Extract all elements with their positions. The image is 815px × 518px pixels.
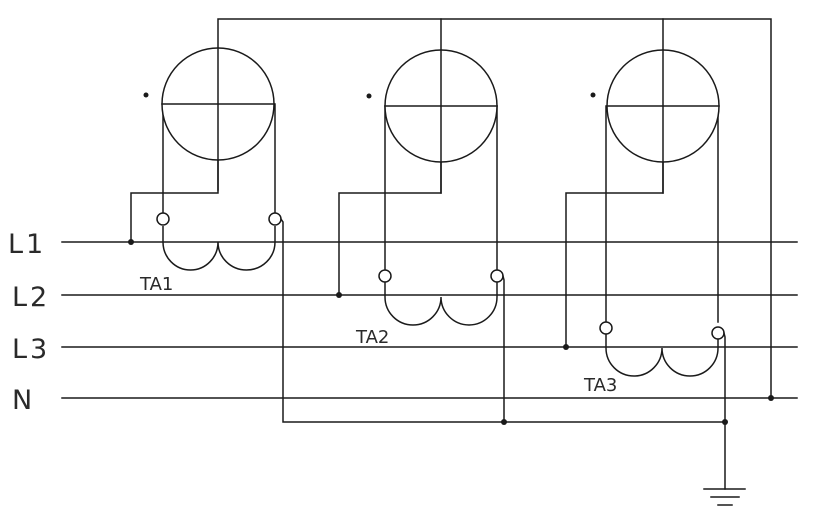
- bus-lines: [61, 241, 798, 399]
- ta1-terminal-s1: [156, 212, 170, 226]
- neutral-junction-dot: [768, 395, 774, 401]
- ta3-return-junction-dot: [722, 419, 728, 425]
- meter2-l2-junction-dot: [336, 292, 342, 298]
- l1-label: L1: [8, 229, 46, 260]
- ta2-coil: [384, 282, 498, 326]
- ta3-terminal-s1: [599, 321, 613, 335]
- meter3-polarity-dot: [590, 92, 596, 98]
- ct-ta2: TA2: [355, 269, 507, 425]
- bus-labels: L1 L2 L3 N: [8, 229, 50, 416]
- ground-icon: [703, 488, 746, 506]
- ta3-label: TA3: [583, 375, 617, 396]
- ta2-label: TA2: [355, 327, 389, 348]
- n-label: N: [12, 385, 35, 416]
- ta2-secondary-return-wire: [502, 275, 505, 423]
- ta2-return-junction-dot: [501, 419, 507, 425]
- l2-label: L2: [12, 282, 50, 313]
- meter3-l3-junction-dot: [563, 344, 569, 350]
- meter-1: [128, 47, 276, 245]
- l3-label: L3: [12, 334, 50, 365]
- ta2-terminal-s1: [378, 269, 392, 283]
- meter-2: [336, 49, 498, 298]
- ta3-secondary-return-wire: [723, 332, 726, 490]
- ta1-secondary-return-wire: [279, 217, 726, 423]
- meter1-polarity-dot: [143, 92, 149, 98]
- meter-3: [563, 49, 720, 350]
- ct-ta3: TA3: [583, 321, 728, 490]
- ta1-terminal-s2: [268, 212, 282, 226]
- ta2-terminal-s2: [490, 269, 504, 283]
- ta1-coil: [162, 226, 276, 271]
- ta3-terminal-s2: [711, 326, 725, 340]
- ta3-coil: [605, 334, 719, 377]
- ta1-label: TA1: [139, 274, 173, 295]
- meter2-polarity-dot: [366, 93, 372, 99]
- meter1-l1-junction-dot: [128, 239, 134, 245]
